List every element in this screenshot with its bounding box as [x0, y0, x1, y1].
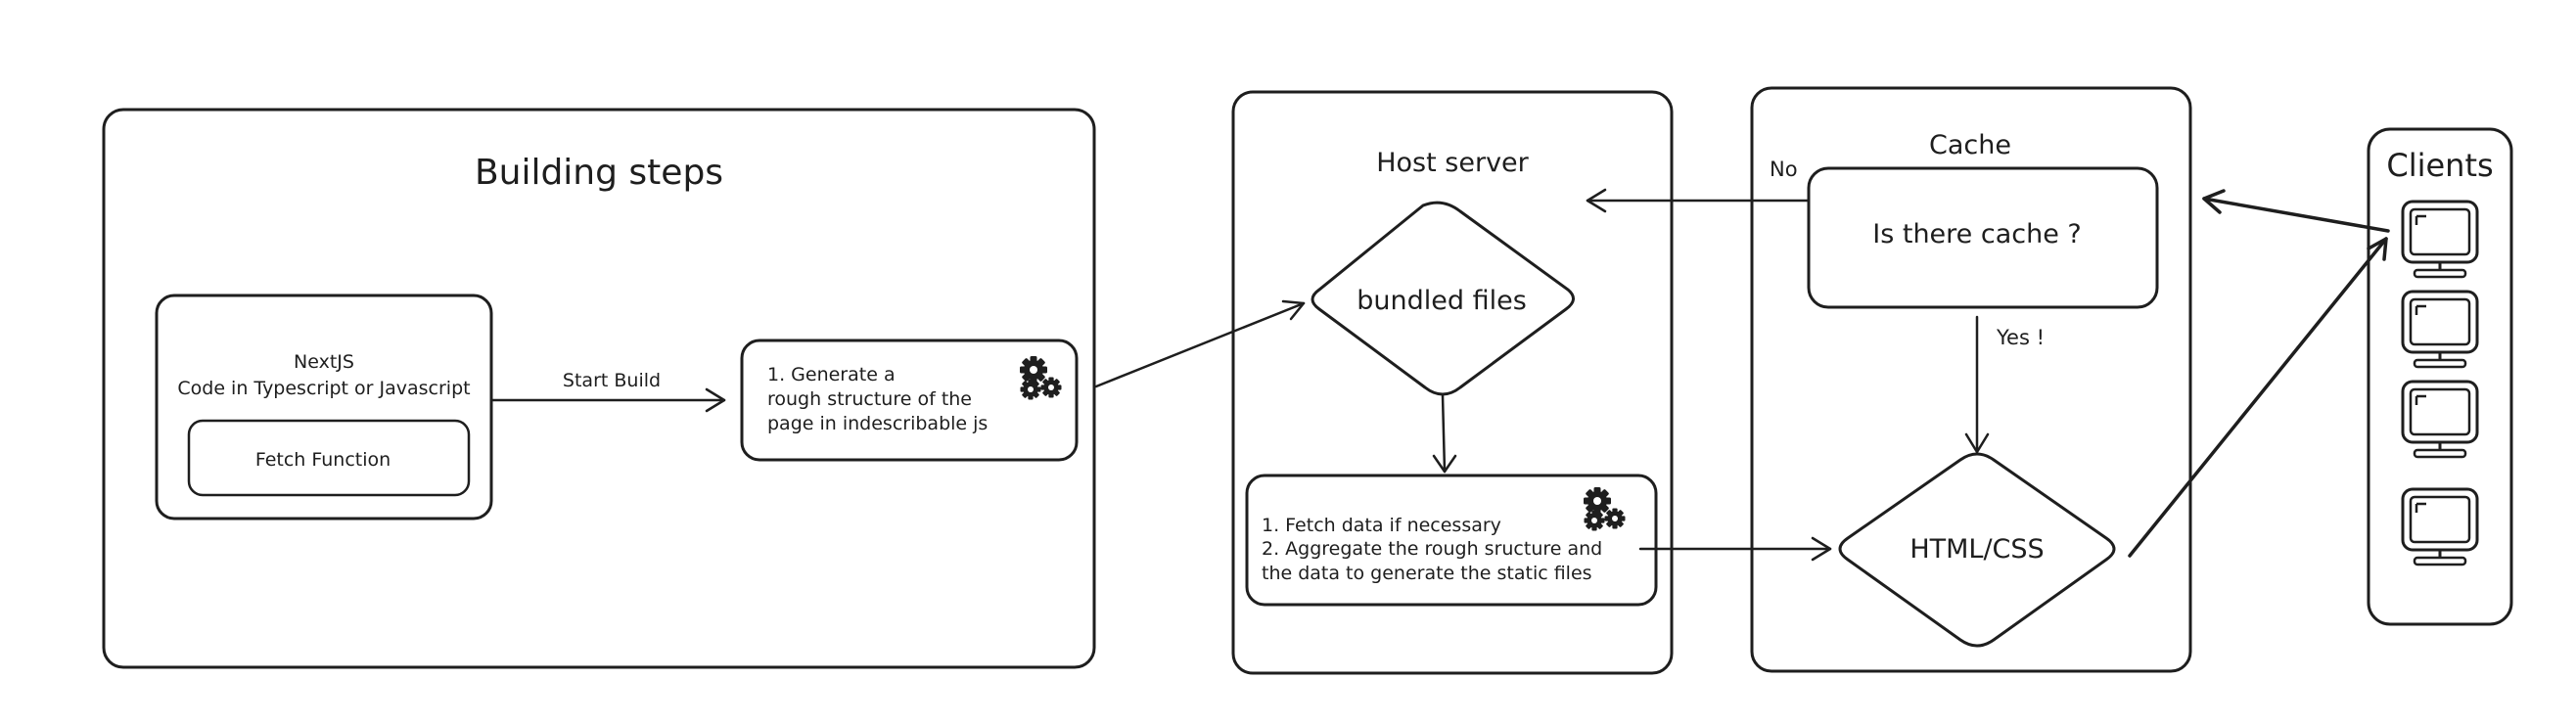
- nextjs-title: NextJS: [294, 351, 354, 373]
- cache-title: Cache: [1929, 130, 2011, 160]
- generate-structure-node[interactable]: 1. Generate a rough structure of the pag…: [740, 339, 1079, 462]
- clients-frame: [2367, 127, 2513, 626]
- bundled-files-node[interactable]: bundled files: [1311, 201, 1575, 396]
- yes-label: Yes !: [1996, 326, 2045, 349]
- cache-group: Cache: [1750, 86, 2192, 673]
- monitor-icon: [2401, 487, 2479, 566]
- edge-clients-to-cache: [2202, 189, 2390, 233]
- generate-line-1: 1. Generate a: [767, 364, 896, 385]
- gears-icon: [1020, 356, 1062, 400]
- building-steps-group: Building steps: [102, 108, 1096, 669]
- nextjs-subtitle: Code in Typescript or Javascript: [177, 378, 470, 399]
- host-server-group: Host server: [1231, 90, 1674, 675]
- cache-check-node[interactable]: Is there cache ?: [1807, 166, 2159, 309]
- bundled-files-label: bundled files: [1357, 286, 1527, 316]
- generate-line-3: page in indescribable js: [767, 413, 988, 434]
- process-line-1: 1. Fetch data if necessary: [1262, 515, 1501, 536]
- no-label: No: [1770, 158, 1798, 181]
- fetch-function-label: Fetch Function: [255, 449, 391, 471]
- monitor-icon: [2401, 200, 2479, 279]
- start-build-label: Start Build: [563, 370, 661, 391]
- edge-no-cache-to-bundled: No: [1586, 158, 1811, 213]
- building-steps-frame: [102, 108, 1096, 669]
- clients-title: Clients: [2386, 147, 2493, 184]
- edge-yes-cache-to-htmlcss: Yes !: [1964, 315, 2045, 454]
- clients-group: Clients: [2367, 127, 2513, 626]
- generate-line-2: rough structure of the: [767, 388, 972, 410]
- gears-icon: [1584, 487, 1626, 531]
- generate-static-files-node[interactable]: 1. Fetch data if necessary 2. Aggregate …: [1245, 474, 1658, 607]
- edge-process-to-htmlcss: [1638, 536, 1832, 562]
- edge-htmlcss-to-clients: [2128, 237, 2388, 558]
- cache-frame: [1750, 86, 2192, 673]
- start-build-edge: Start Build: [489, 370, 726, 413]
- htmlcss-label: HTML/CSS: [1909, 534, 2044, 565]
- htmlcss-node[interactable]: HTML/CSS: [1838, 452, 2116, 648]
- fetch-function-node[interactable]: Fetch Function: [187, 419, 471, 497]
- building-steps-title: Building steps: [475, 153, 723, 193]
- edge-bundled-to-process: [1432, 393, 1457, 474]
- monitor-icon: [2401, 380, 2479, 459]
- host-server-frame: [1231, 90, 1674, 675]
- cache-check-label: Is there cache ?: [1872, 219, 2082, 249]
- process-line-3: the data to generate the static files: [1262, 563, 1592, 584]
- process-line-2: 2. Aggregate the rough sructure and: [1262, 538, 1602, 560]
- edge-generate-to-bundled: [1094, 299, 1306, 388]
- monitor-icon: [2401, 290, 2479, 369]
- host-server-title: Host server: [1376, 148, 1529, 178]
- nextjs-node[interactable]: NextJS Code in Typescript or Javascript …: [155, 294, 493, 520]
